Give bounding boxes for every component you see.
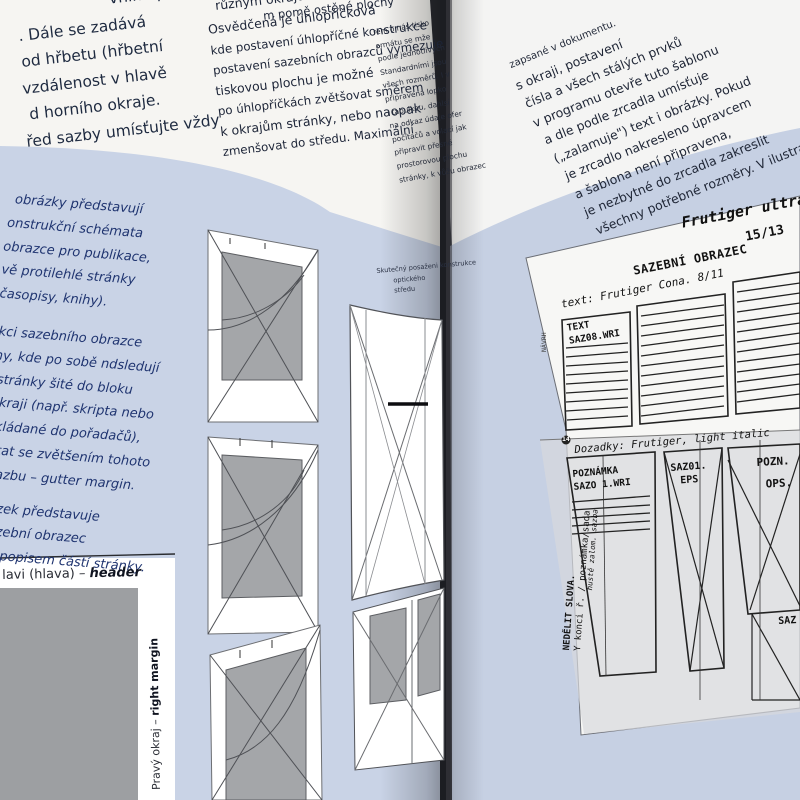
handwritten-layout-sketch	[525, 195, 800, 736]
right-box-line: OPS.	[765, 476, 793, 491]
left-italic-captions: obrázky představují onstrukční schémata …	[0, 187, 174, 580]
sketch-page-number: 14	[562, 435, 570, 443]
book-gutter	[440, 0, 450, 800]
page-number-marker	[561, 435, 571, 445]
header-label-cz: lavi (hlava) –	[2, 566, 86, 583]
text-lines-col2	[640, 304, 725, 417]
header-margin-illustration	[0, 553, 176, 800]
sketch-eps-box: SAZ01. EPS	[670, 459, 708, 487]
text-lines-col3	[736, 282, 800, 403]
spread-diagram	[352, 587, 445, 771]
left-top-paragraph: vniho pisma . Dále se zadává od hřbetu (…	[0, 0, 221, 156]
right-margin-label-en: right margin	[147, 637, 162, 716]
header-label-en: header	[89, 565, 142, 582]
sketch-right-box: POZN. OPS.	[756, 450, 793, 496]
header-label: lavi (hlava) – header	[2, 565, 141, 583]
right-margin-label-cz: Pravý okraj –	[148, 719, 163, 790]
right-margin-label: Pravý okraj – right margin	[147, 638, 163, 790]
grid-diagram-middle	[207, 436, 319, 635]
sketch-side-label: NÁVRH	[540, 332, 548, 352]
sketch-right-partial: SAZ	[778, 615, 797, 627]
text-lines-col1	[565, 342, 629, 421]
sketch-note-box: POZNÁMKA SAZO 1.WRI	[572, 463, 631, 494]
grid-diagram-bottom	[209, 624, 323, 800]
note-lines	[571, 495, 651, 535]
eps-box-line: EPS	[679, 474, 699, 487]
right-box-line: POZN.	[756, 454, 790, 469]
optical-center-diagram	[349, 304, 445, 601]
grid-diagram-top	[207, 229, 319, 423]
eps-box-line: SAZ01.	[670, 460, 707, 474]
